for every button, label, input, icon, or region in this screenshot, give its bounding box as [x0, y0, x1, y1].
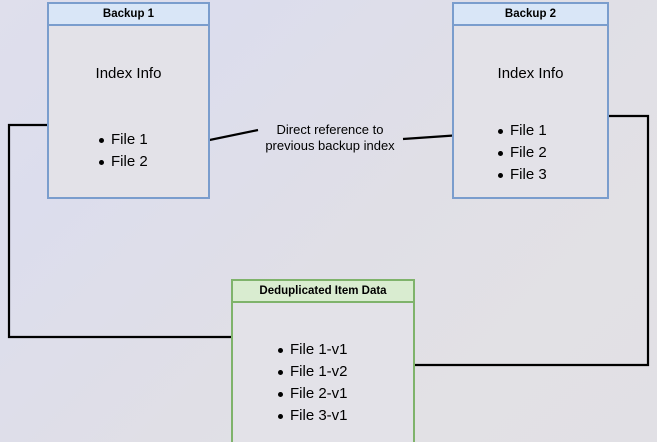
list-item[interactable]: File 1 [97, 129, 148, 151]
node-backup1-title: Backup 1 [49, 4, 208, 26]
node-backup1-body: Index Info File 1 File 2 [49, 26, 208, 197]
node-deduplicated-item-data-title: Deduplicated Item Data [233, 281, 413, 303]
node-deduplicated-item-data-body: File 1-v1 File 1-v2 File 2-v1 File 3-v1 [233, 303, 413, 442]
list-item[interactable]: File 1-v1 [276, 339, 348, 361]
node-deduplicated-file-list: File 1-v1 File 1-v2 File 2-v1 File 3-v1 [276, 339, 348, 427]
node-deduplicated-item-data[interactable]: Deduplicated Item Data File 1-v1 File 1-… [231, 279, 415, 442]
list-item[interactable]: File 2 [496, 142, 547, 164]
edge-label-direct-reference: Direct reference to previous backup inde… [265, 122, 395, 153]
list-item[interactable]: File 2-v1 [276, 383, 348, 405]
node-backup2-section-label: Index Info [497, 65, 564, 82]
node-backup2-title: Backup 2 [454, 4, 607, 26]
list-item[interactable]: File 2 [97, 151, 148, 173]
node-backup1[interactable]: Backup 1 Index Info File 1 File 2 [47, 2, 210, 199]
list-item[interactable]: File 1 [496, 120, 547, 142]
node-backup2[interactable]: Backup 2 Index Info File 1 File 2 File 3 [452, 2, 609, 199]
list-item[interactable]: File 3-v1 [276, 405, 348, 427]
node-backup2-file-list: File 1 File 2 File 3 [496, 120, 547, 186]
node-backup1-section-label: Index Info [95, 65, 162, 82]
list-item[interactable]: File 1-v2 [276, 361, 348, 383]
node-backup1-file-list: File 1 File 2 [97, 129, 148, 173]
list-item[interactable]: File 3 [496, 164, 547, 186]
node-backup2-body: Index Info File 1 File 2 File 3 [454, 26, 607, 197]
